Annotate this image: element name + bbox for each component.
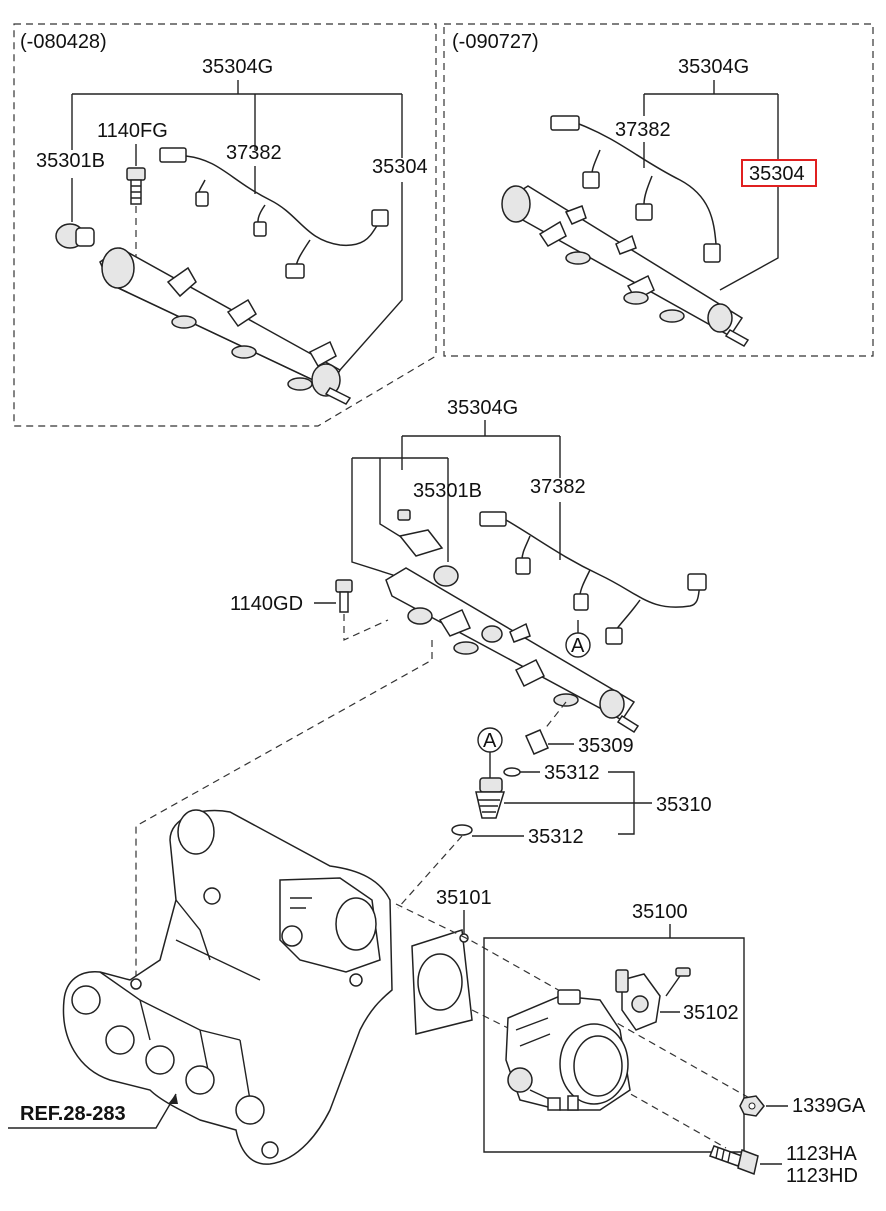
label-35100: 35100 bbox=[632, 901, 688, 923]
pressure-regulator-left bbox=[55, 223, 95, 249]
right-variant-label: (-090727) bbox=[452, 31, 539, 53]
left-variant-label: (-080428) bbox=[20, 31, 107, 53]
bolt-1140fg bbox=[126, 167, 146, 268]
wiring-harness-left bbox=[159, 147, 389, 279]
label-35312-bottom: 35312 bbox=[528, 826, 584, 848]
wiring-harness-main bbox=[479, 511, 707, 645]
label-a-injector: A bbox=[483, 730, 497, 752]
label-37382-left: 37382 bbox=[226, 142, 282, 164]
label-37382-right: 37382 bbox=[615, 119, 671, 141]
leader-35304g-right bbox=[643, 80, 779, 291]
throttle-body-35100 bbox=[505, 989, 631, 1111]
nut-1339ga bbox=[739, 1095, 765, 1117]
bolt-1123ha-1123hd bbox=[709, 1145, 759, 1176]
label-35304g-right: 35304G bbox=[678, 56, 749, 78]
label-1140fg: 1140FG bbox=[97, 120, 168, 142]
label-1339ga: 1339GA bbox=[792, 1095, 866, 1117]
right-variant-frame bbox=[443, 23, 874, 357]
label-35102: 35102 bbox=[683, 1002, 739, 1024]
left-variant-frame bbox=[13, 23, 437, 427]
wiring-harness-right bbox=[550, 115, 721, 263]
injector-clip-35309 bbox=[525, 701, 567, 755]
arrowhead-ref bbox=[168, 1094, 178, 1104]
gasket-35101 bbox=[411, 929, 473, 1035]
dashed-rail-to-manifold bbox=[135, 640, 433, 984]
label-37382-main: 37382 bbox=[530, 476, 586, 498]
intake-manifold bbox=[62, 809, 393, 1165]
label-35304-left: 35304 bbox=[372, 156, 428, 178]
label-1123hd: 1123HD bbox=[786, 1165, 858, 1187]
fuel-rail-main bbox=[385, 567, 640, 734]
throttle-position-sensor-35102 bbox=[615, 967, 691, 1031]
leaders-left bbox=[71, 144, 403, 371]
regulator-bracket bbox=[397, 509, 459, 587]
fuel-rail-right bbox=[501, 185, 750, 347]
fuel-injector bbox=[397, 767, 521, 909]
label-1140gd: 1140GD bbox=[230, 593, 303, 615]
leader-35304g-main bbox=[401, 420, 561, 478]
leaders-injector-group bbox=[472, 771, 652, 837]
label-a-harness: A bbox=[571, 635, 585, 657]
leader-ref bbox=[8, 1093, 177, 1129]
label-35301b-left: 35301B bbox=[36, 150, 105, 172]
bolt-1140gd bbox=[335, 579, 389, 641]
highlight-box-35304 bbox=[741, 159, 817, 187]
label-35304g-main: 35304G bbox=[447, 397, 518, 419]
leader-35301b-main-tree bbox=[351, 457, 449, 577]
label-1123ha: 1123HA bbox=[786, 1143, 857, 1165]
fuel-rail-left bbox=[99, 247, 352, 405]
label-35310: 35310 bbox=[656, 794, 712, 816]
leader-35304g-left bbox=[71, 80, 403, 158]
label-35301b-main: 35301B bbox=[413, 480, 482, 502]
label-ref-28-283: REF.28-283 bbox=[20, 1103, 126, 1125]
label-35101: 35101 bbox=[436, 887, 492, 909]
label-35309: 35309 bbox=[578, 735, 634, 757]
label-35312-top: 35312 bbox=[544, 762, 600, 784]
label-35304-right-highlighted: 35304 bbox=[749, 163, 805, 185]
label-35304g-left: 35304G bbox=[202, 56, 273, 78]
